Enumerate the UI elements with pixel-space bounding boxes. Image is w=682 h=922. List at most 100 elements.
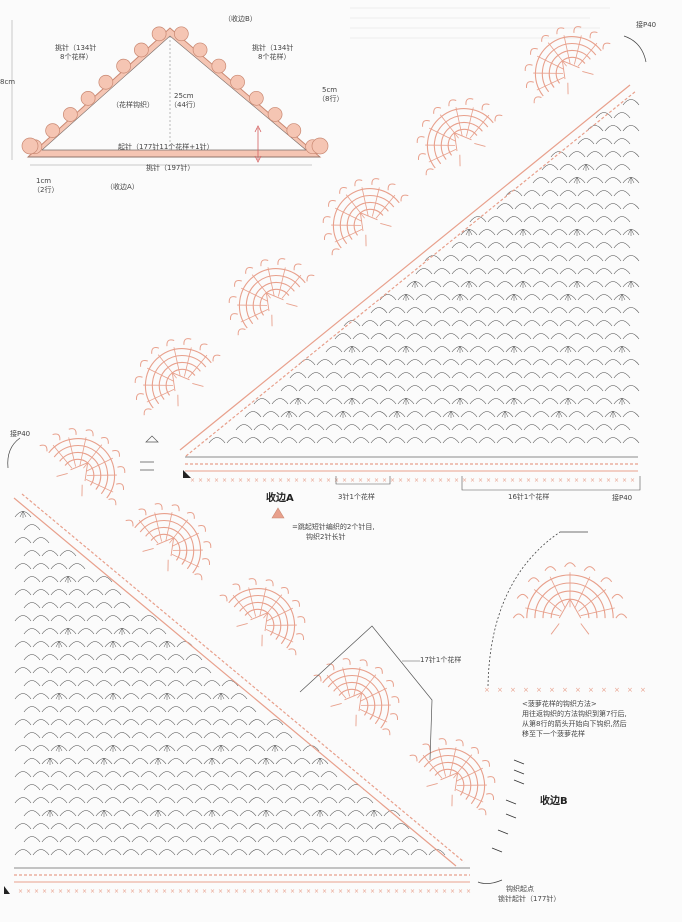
label-pattern-knit: （花样钩织） [112,101,154,109]
svg-text:×: × [210,888,215,895]
svg-text:×: × [414,477,419,484]
svg-text:×: × [484,686,490,694]
label-two-rows: （2行） [33,186,59,194]
svg-text:×: × [402,888,407,895]
svg-text:×: × [214,477,219,484]
start-pointer [477,879,503,884]
label-chain-start: 锁针起针（177针） [498,895,561,903]
svg-text:×: × [242,888,247,895]
svg-text:×: × [310,477,315,484]
svg-text:×: × [50,888,55,895]
svg-text:×: × [202,888,207,895]
corner-marker-a [183,470,191,478]
svg-text:×: × [186,888,191,895]
svg-text:×: × [386,888,391,895]
legend-desc-2: 钩织2针长针 [306,533,346,541]
svg-text:×: × [354,888,359,895]
svg-text:×: × [190,477,195,484]
svg-text:×: × [550,477,555,484]
svg-text:×: × [422,477,427,484]
svg-text:×: × [350,477,355,484]
svg-text:×: × [106,888,111,895]
label-repeat-3: 3针1个花样 [338,493,375,501]
label-pick-bottom: 挑针（197针） [146,164,195,172]
svg-text:×: × [338,888,343,895]
svg-text:×: × [426,888,431,895]
svg-text:×: × [90,888,95,895]
svg-text:×: × [438,477,443,484]
svg-text:×: × [394,888,399,895]
title-bind-off-b: 收边B [540,796,568,807]
svg-text:×: × [74,888,79,895]
label-depth: 25cm [174,92,194,100]
pineapple-note-3: 移至下一个菠萝花样 [522,730,585,738]
label-depth-rows: （44行） [170,101,200,109]
svg-text:×: × [258,888,263,895]
svg-text:×: × [206,477,211,484]
svg-text:×: × [146,888,151,895]
svg-text:×: × [542,477,547,484]
label-join-left: 接P40 [10,430,31,438]
svg-text:×: × [266,888,271,895]
svg-text:×: × [494,477,499,484]
svg-text:×: × [238,477,243,484]
svg-text:×: × [218,888,223,895]
svg-text:×: × [170,888,175,895]
svg-text:×: × [582,477,587,484]
svg-text:×: × [390,477,395,484]
svg-text:×: × [562,686,568,694]
side-arrow-a [145,435,159,443]
svg-text:×: × [154,888,159,895]
svg-text:×: × [326,477,331,484]
svg-text:×: × [590,477,595,484]
svg-text:×: × [406,477,411,484]
svg-text:×: × [630,477,635,484]
svg-text:×: × [122,888,127,895]
row-arrows-b [491,759,525,853]
svg-text:×: × [298,888,303,895]
label-bind-off-b-schematic: （收边B） [224,15,257,23]
svg-text:×: × [410,888,415,895]
svg-text:×: × [342,477,347,484]
svg-text:×: × [588,686,594,694]
svg-text:×: × [370,888,375,895]
svg-text:×: × [574,477,579,484]
label-edge-len: 5cm [322,86,338,94]
svg-text:×: × [274,888,279,895]
svg-text:×: × [398,477,403,484]
svg-text:×: × [66,888,71,895]
svg-text:×: × [601,686,607,694]
pineapple-note-2: 从第8行的箭头开始向下钩织,然后 [522,720,627,728]
svg-text:×: × [502,477,507,484]
svg-text:×: × [18,888,23,895]
label-right-pick-2: 8个花样） [258,53,291,61]
svg-text:×: × [549,686,555,694]
svg-text:×: × [536,686,542,694]
title-bind-off-a: 收边A [266,493,294,504]
svg-text:×: × [82,888,87,895]
svg-text:×: × [334,477,339,484]
svg-text:×: × [614,477,619,484]
join-hook-top [623,35,647,63]
label-left-pick-2: 8个花样） [60,53,93,61]
pineapple-title: <菠萝花样的钩织方法> [522,700,597,708]
label-join-right: 接P40 [612,494,633,502]
svg-text:×: × [362,888,367,895]
svg-text:×: × [510,686,516,694]
svg-text:×: × [246,477,251,484]
label-repeat-17: 17针1个花样 [420,656,462,664]
svg-text:×: × [458,888,463,895]
svg-text:×: × [622,477,627,484]
svg-text:×: × [270,477,275,484]
label-edge-rows: （8行） [318,95,344,103]
label-start: 起针（177针11个花样+1针） [118,143,214,151]
lower-diagonal-band [13,493,465,867]
svg-text:×: × [322,888,327,895]
svg-text:×: × [282,888,287,895]
svg-text:×: × [454,477,459,484]
svg-text:×: × [382,477,387,484]
svg-text:×: × [598,477,603,484]
label-start-point: 钩织起点 [506,885,534,893]
lower-baseline: ××××××××××××××××××××××××××××××××××××××××… [14,867,471,895]
